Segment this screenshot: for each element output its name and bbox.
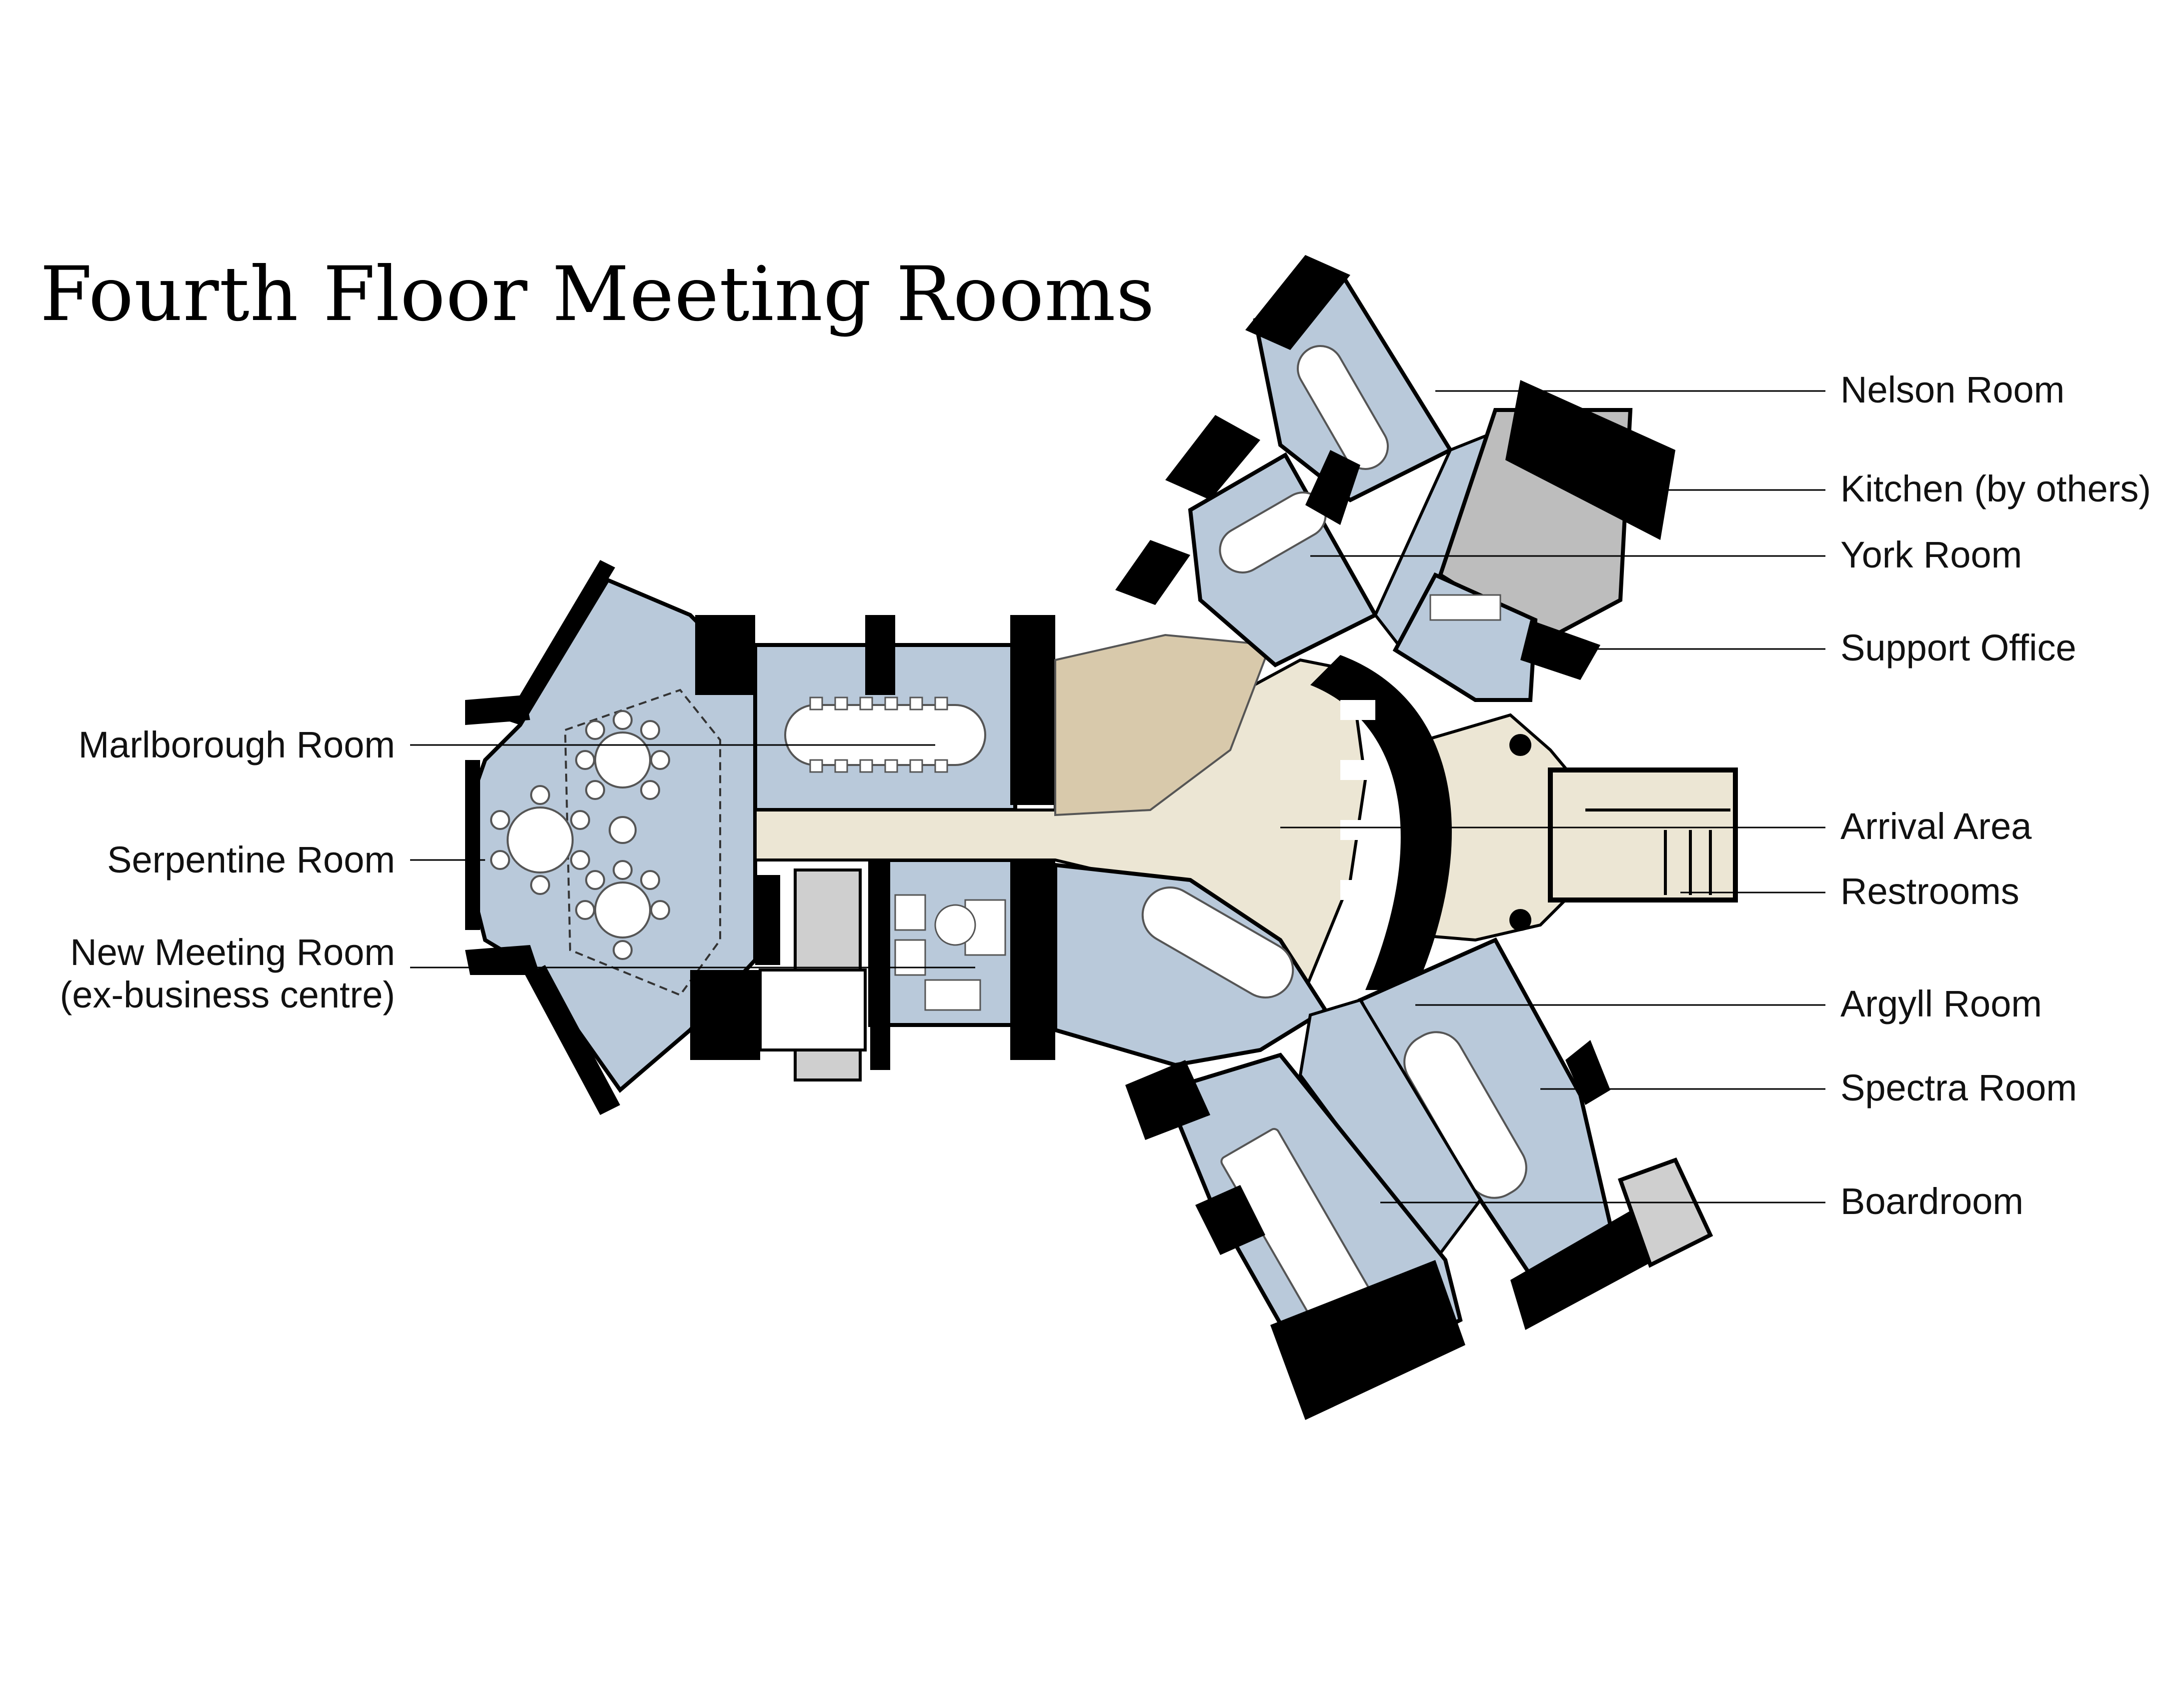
page-title: Fourth Floor Meeting Rooms	[40, 251, 1155, 338]
label-new-meeting-room: New Meeting Room	[70, 932, 395, 973]
stair	[759, 868, 867, 1082]
label-arrival-area: Arrival Area	[1840, 806, 2032, 847]
label-york-room: York Room	[1840, 534, 2022, 576]
label-new-meeting-room-sub: (ex-business centre)	[60, 974, 395, 1016]
serpentine-walls	[465, 560, 620, 1115]
york-room[interactable]	[1188, 452, 1378, 668]
label-boardroom: Boardroom	[1840, 1180, 2023, 1222]
label-support-office: Support Office	[1840, 627, 2076, 668]
label-kitchen: Kitchen (by others)	[1840, 468, 2151, 510]
label-marlborough-room: Marlborough Room	[79, 724, 395, 766]
label-nelson-room: Nelson Room	[1840, 369, 2064, 410]
south-walls	[1125, 1040, 1655, 1420]
label-restrooms: Restrooms	[1840, 870, 2019, 912]
reception-fins	[1340, 700, 1375, 960]
label-argyll-room: Argyll Room	[1840, 983, 2042, 1024]
leader-lines	[410, 390, 1825, 1204]
label-spectra-room: Spectra Room	[1840, 1067, 2077, 1108]
reception-wall	[1310, 655, 1452, 990]
argyll-room[interactable]	[1053, 862, 1328, 1068]
support-office[interactable]	[1392, 572, 1538, 702]
serpentine-room[interactable]	[466, 577, 757, 1093]
labels-right: Nelson Room Kitchen (by others) York Roo…	[1840, 369, 2151, 1222]
labels-left: Marlborough Room Serpentine Room New Mee…	[60, 724, 395, 1016]
new-meeting-room[interactable]	[868, 858, 1037, 1027]
core-walls	[690, 860, 1055, 1070]
restrooms[interactable]	[1509, 734, 1738, 931]
label-serpentine-room: Serpentine Room	[107, 839, 395, 880]
stair-tower	[1617, 1157, 1713, 1268]
marlborough-walls	[695, 615, 1055, 805]
north-walls	[1115, 255, 1675, 680]
